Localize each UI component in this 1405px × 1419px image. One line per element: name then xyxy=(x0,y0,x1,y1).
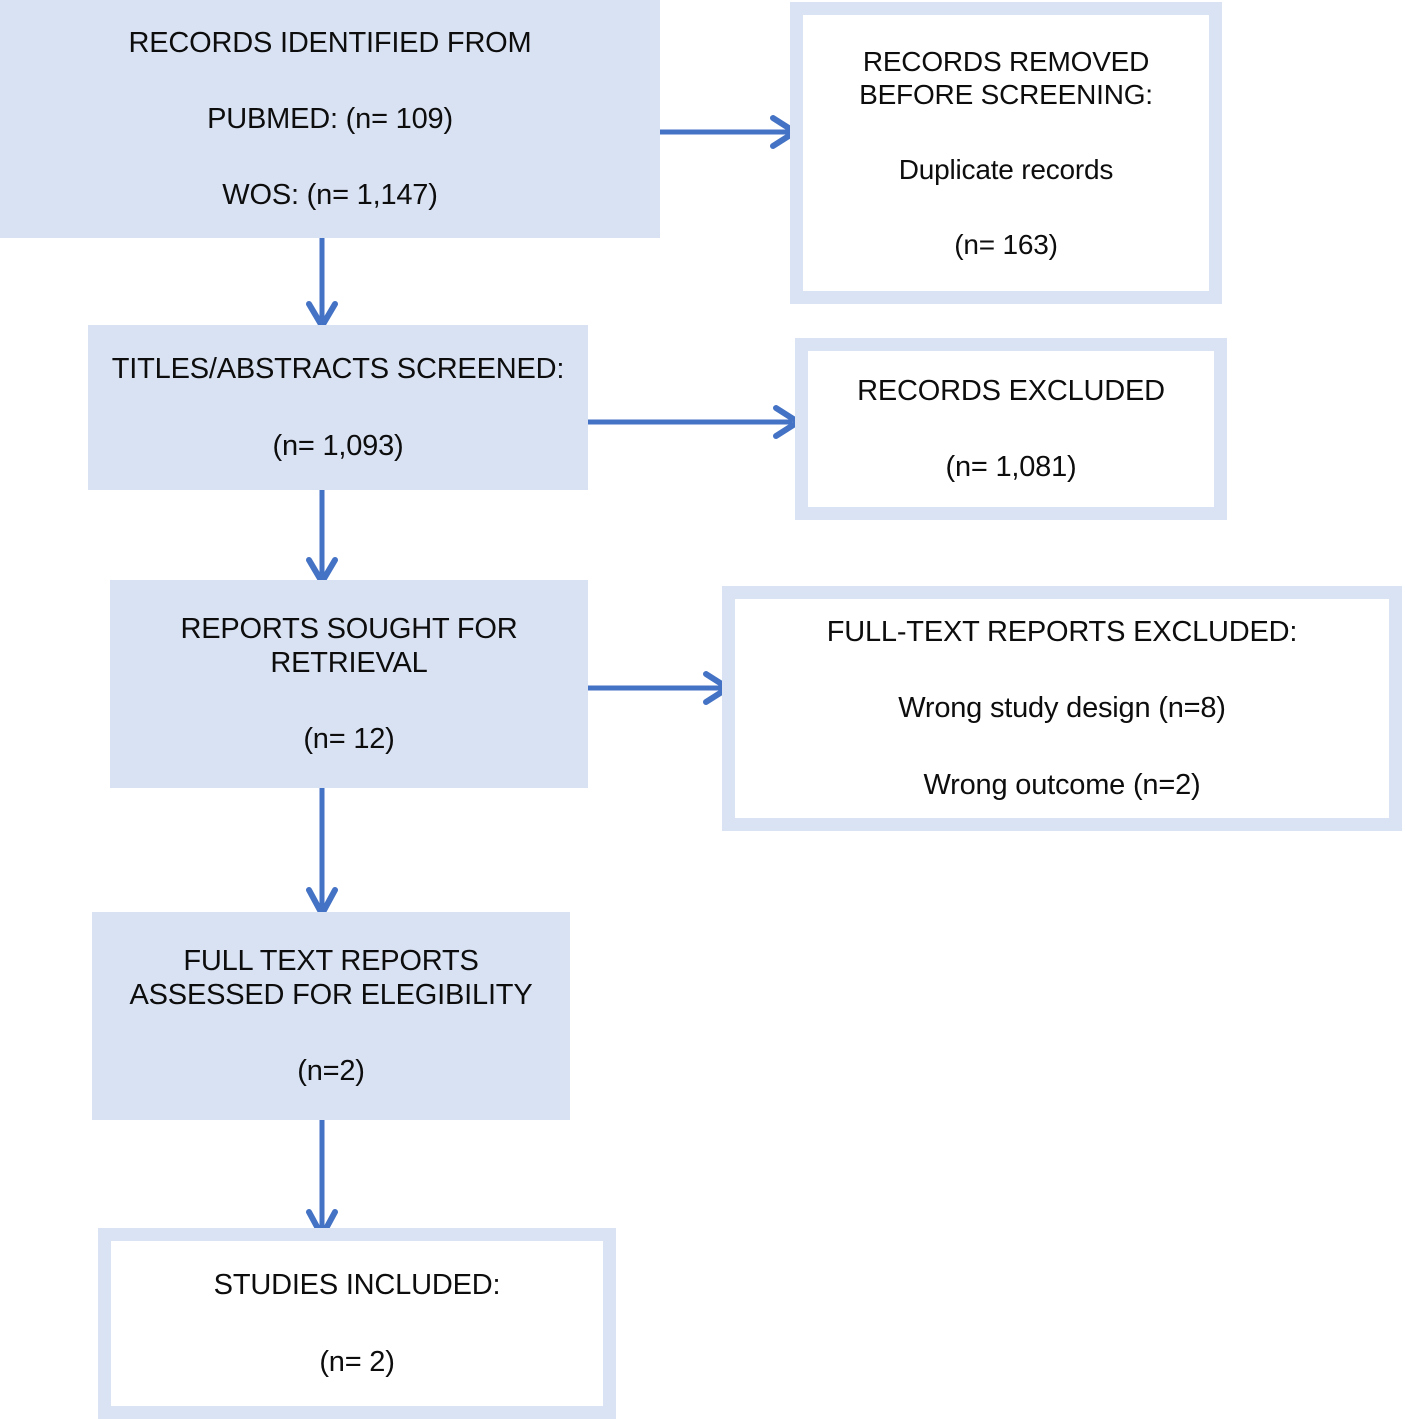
records-identified-line-2: PUBMED: (n= 109) xyxy=(207,102,453,135)
records-removed-line-3: Duplicate records xyxy=(898,154,1114,185)
records-removed-line-2: BEFORE SCREENING: xyxy=(859,78,1153,110)
reports-sought-line-2: RETRIEVAL xyxy=(270,646,428,679)
reports-sought-line-3: (n= 12) xyxy=(303,723,395,756)
full-text-reports-assessed-box: FULL TEXT REPORTS ASSESSED FOR ELEGIBILI… xyxy=(92,912,570,1120)
studies-included-line-1: STUDIES INCLUDED: xyxy=(213,1269,501,1302)
assessed-line-1: FULL TEXT REPORTS xyxy=(183,944,479,977)
records-removed-line-1: RECORDS REMOVED xyxy=(862,45,1150,77)
arrow-screened-to-excluded xyxy=(580,402,810,442)
arrow-sought-to-assessed xyxy=(302,786,342,921)
reports-sought-for-retrieval-box: REPORTS SOUGHT FOR RETRIEVAL (n= 12) xyxy=(110,580,588,788)
records-removed-before-screening-box: RECORDS REMOVED BEFORE SCREENING: Duplic… xyxy=(790,2,1222,304)
titles-abstracts-line-2: (n= 1,093) xyxy=(272,429,404,462)
records-excluded-line-1: RECORDS EXCLUDED xyxy=(857,374,1165,407)
arrow-identified-to-screened xyxy=(302,232,342,332)
arrow-screened-to-sought xyxy=(302,488,342,588)
records-removed-line-4: (n= 163) xyxy=(954,229,1058,261)
titles-abstracts-line-1: TITLES/ABSTRACTS SCREENED: xyxy=(111,353,565,386)
records-identified-box: RECORDS IDENTIFIED FROM PUBMED: (n= 109)… xyxy=(0,0,660,238)
studies-included-line-2: (n= 2) xyxy=(319,1345,395,1378)
reports-sought-line-1: REPORTS SOUGHT FOR xyxy=(180,612,518,645)
titles-abstracts-screened-box: TITLES/ABSTRACTS SCREENED: (n= 1,093) xyxy=(88,325,588,490)
records-excluded-line-2: (n= 1,081) xyxy=(945,451,1077,483)
assessed-line-2: ASSESSED FOR ELEGIBILITY xyxy=(129,978,533,1011)
arrow-assessed-to-included xyxy=(302,1118,342,1243)
arrow-identified-to-removed xyxy=(640,112,805,152)
records-identified-line-3: WOS: (n= 1,147) xyxy=(222,179,438,212)
assessed-line-3: (n=2) xyxy=(297,1055,365,1088)
records-excluded-box: RECORDS EXCLUDED (n= 1,081) xyxy=(795,338,1227,520)
full-text-excluded-line-2: Wrong study design (n=8) xyxy=(898,692,1226,725)
full-text-reports-excluded-box: FULL-TEXT REPORTS EXCLUDED: Wrong study … xyxy=(722,586,1402,831)
full-text-excluded-line-1: FULL-TEXT REPORTS EXCLUDED: xyxy=(826,616,1298,649)
full-text-excluded-line-3: Wrong outcome (n=2) xyxy=(923,768,1201,801)
records-identified-line-1: RECORDS IDENTIFIED FROM xyxy=(128,26,532,59)
studies-included-box: STUDIES INCLUDED: (n= 2) xyxy=(98,1228,616,1419)
